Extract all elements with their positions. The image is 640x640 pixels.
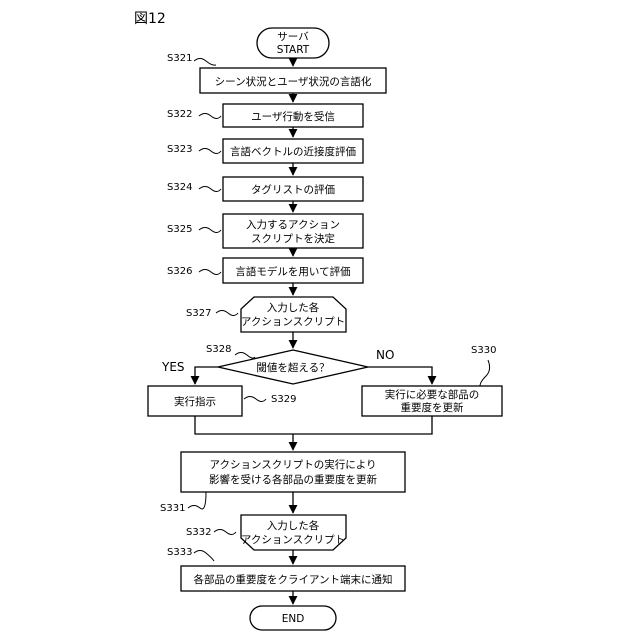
step-s321-text: シーン状況とユーザ状況の言語化 <box>215 75 372 88</box>
leader-line <box>199 114 221 119</box>
step-s322-text: ユーザ行動を受信 <box>251 110 335 123</box>
leader-line <box>194 59 216 66</box>
leader-line <box>199 149 221 154</box>
step-s332-text-1: 入力した各 <box>267 519 320 532</box>
yes-label: YES <box>161 360 185 374</box>
leader-line <box>199 228 221 233</box>
step-s333-text: 各部品の重要度をクライアント端末に通知 <box>193 573 392 586</box>
step-s331-text-1: アクションスクリプトの実行により <box>209 458 376 471</box>
leader-line <box>480 360 490 386</box>
leader-line <box>244 397 266 402</box>
step-s327-text-1: 入力した各 <box>267 301 320 314</box>
step-s321-id: S321 <box>167 53 192 64</box>
step-s322-id: S322 <box>167 109 192 120</box>
step-s323-id: S323 <box>167 144 192 155</box>
step-s331-text-2: 影響を受ける各部品の重要度を更新 <box>209 473 377 486</box>
step-s328-id: S328 <box>206 344 231 355</box>
yes-branch-connector <box>195 367 218 384</box>
step-s324-text: タグリストの評価 <box>251 183 335 196</box>
leader-line <box>194 551 214 562</box>
step-s325-text-2: スクリプトを決定 <box>251 232 335 245</box>
leader-line <box>199 270 221 275</box>
start-label-1: サーバ <box>277 31 309 43</box>
leader-line <box>235 353 255 359</box>
step-s330-text-2: 重要度を更新 <box>401 401 464 414</box>
merge-connector <box>195 416 432 434</box>
step-s332-id: S332 <box>186 527 211 538</box>
leader-line <box>199 187 221 192</box>
leader-line <box>216 311 238 316</box>
step-s323-text: 言語ベクトルの近接度評価 <box>230 145 356 158</box>
step-s325-text-1: 入力するアクション <box>246 218 340 231</box>
no-label: NO <box>376 348 394 362</box>
figure-label: 図12 <box>134 11 166 27</box>
step-s331-id: S331 <box>160 503 185 514</box>
step-s324-id: S324 <box>167 182 192 193</box>
leader-line <box>188 492 206 509</box>
step-s331-box <box>181 452 405 492</box>
step-s329-text: 実行指示 <box>174 395 216 408</box>
step-s327-text-2: アクションスクリプト <box>241 316 345 328</box>
step-s330-id: S330 <box>471 345 496 356</box>
step-s326-id: S326 <box>167 266 192 277</box>
end-label: END <box>282 613 305 625</box>
step-s330-text-1: 実行に必要な部品の <box>385 388 480 401</box>
step-s325-id: S325 <box>167 224 192 235</box>
step-s326-text: 言語モデルを用いて評価 <box>235 265 350 278</box>
leader-line <box>214 530 236 535</box>
step-s327-id: S327 <box>186 308 211 319</box>
step-s332-text-2: アクションスクリプト <box>241 534 345 546</box>
step-s328-text: 閾値を超える？ <box>256 361 329 374</box>
start-label-2: START <box>277 44 310 56</box>
step-s329-id: S329 <box>271 394 296 405</box>
no-branch-connector <box>368 367 432 384</box>
step-s333-id: S333 <box>167 547 192 558</box>
